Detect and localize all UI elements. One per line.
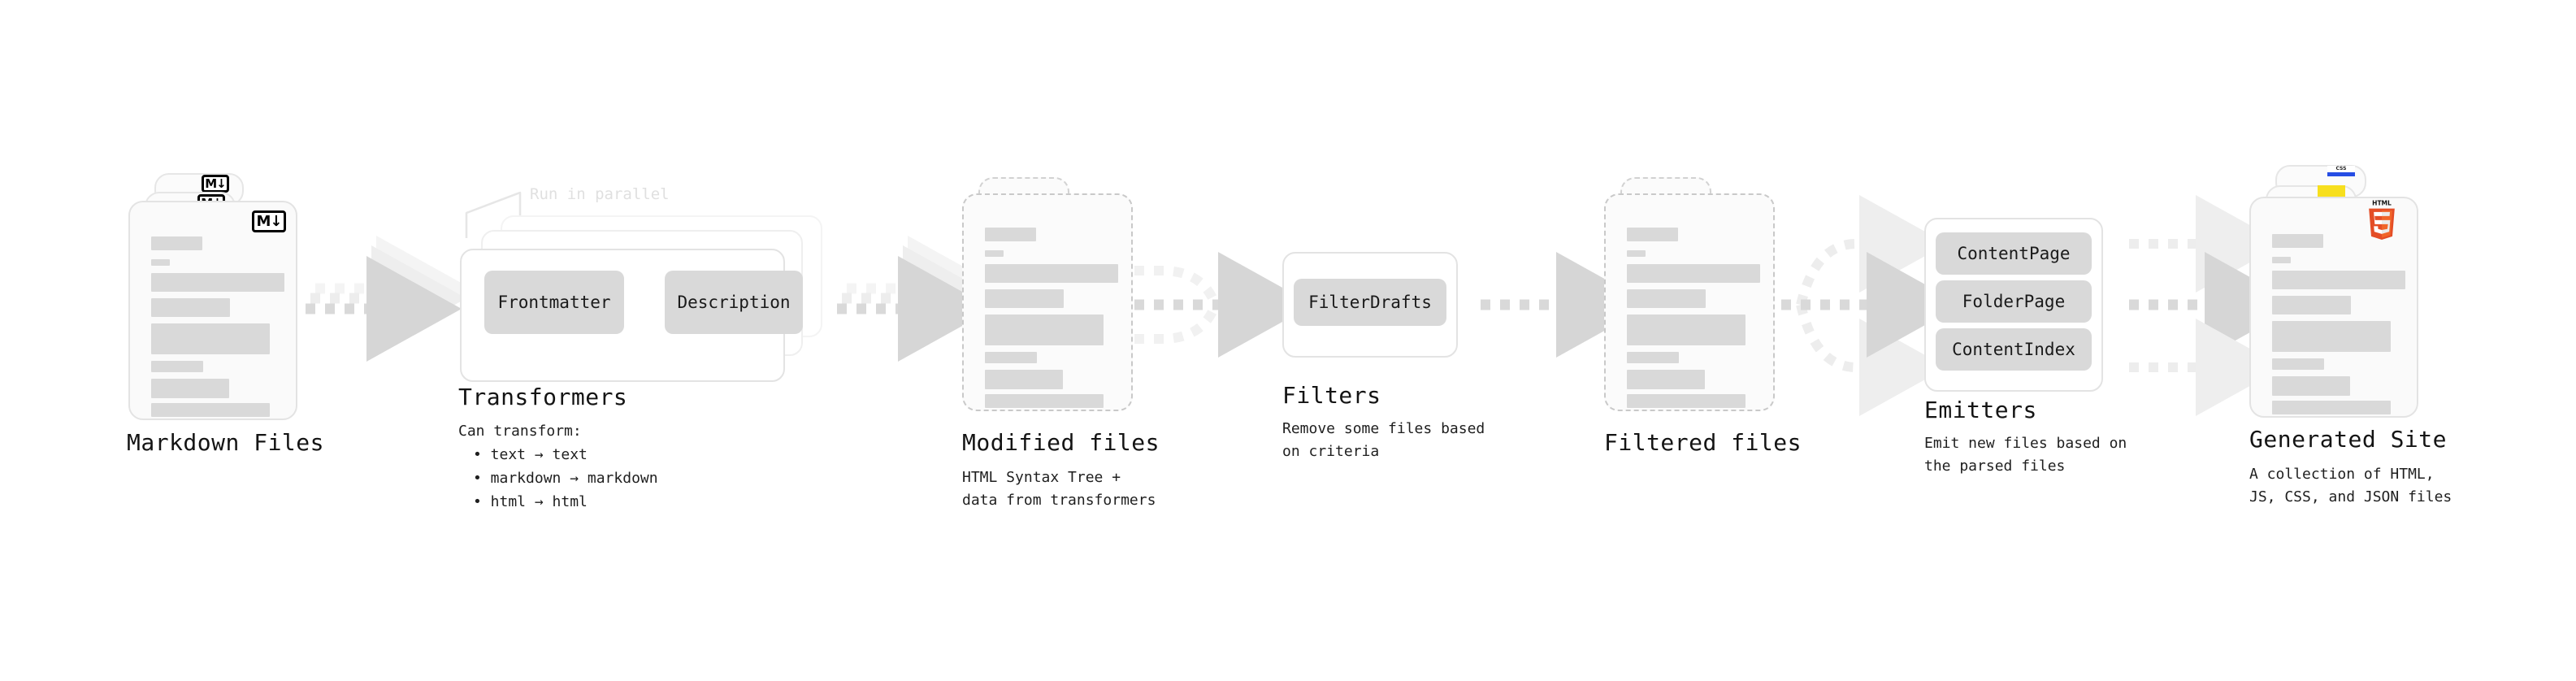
plugin-pill-folderpage[interactable]: FolderPage [1936,280,2092,323]
plugin-pill-frontmatter[interactable]: Frontmatter [484,271,624,334]
content-bar [2272,358,2324,370]
content-bar [1627,314,1746,345]
filtered-file-card[interactable] [1604,193,1775,411]
content-bar [151,379,229,398]
content-bar [2272,257,2291,263]
content-bar [985,370,1063,389]
content-bar [985,264,1118,283]
stage-title-emitters: Emitters [1924,397,2037,423]
content-bar [985,228,1036,241]
css-icon-label: CSS [2327,166,2355,172]
content-bar [151,403,270,417]
content-bar [2272,321,2391,352]
html5-icon: HTML [2365,199,2399,240]
content-bar [985,394,1104,408]
stage-title-markdown-files: Markdown Files [127,429,325,456]
stage-description-modified-files: HTML Syntax Tree + data from transformer… [962,469,1156,509]
stage-title-modified-files: Modified files [962,429,1160,456]
markdown-icon-back-2: M↓ [202,175,229,193]
content-bar [151,298,230,317]
html5-icon-svg: HTML [2369,200,2395,240]
transform-bullet-1: • markdown → markdown [473,470,658,487]
content-bar [2272,376,2350,396]
content-bar [1627,370,1705,389]
svg-text:HTML: HTML [2372,200,2392,207]
stage-title-filtered-files: Filtered files [1604,429,1802,456]
content-bar [1627,250,1646,257]
content-bar [985,352,1037,363]
content-bar [2272,401,2391,414]
content-bar [151,273,284,292]
content-bar [1627,394,1746,408]
content-bar [151,361,203,372]
content-bar [985,289,1064,308]
plugin-pill-contentindex[interactable]: ContentIndex [1936,328,2092,371]
transform-bullet-2: • html → html [473,493,588,510]
stage-description-generated-site: A collection of HTML, JS, CSS, and JSON … [2249,466,2452,505]
transform-bullet-0: • text → text [473,446,588,463]
content-bar [2272,296,2351,314]
connector-md-to-transformers [306,236,471,362]
connector-modified-to-filters [1134,252,1313,358]
content-bar [2272,234,2323,248]
content-bar [1627,228,1678,241]
plugin-pill-filterdrafts[interactable]: FilterDrafts [1294,279,1446,326]
content-bar [1627,289,1706,308]
content-bar [985,250,1004,257]
stage-description-transformers: Can transform: [458,423,582,440]
content-bar [151,323,270,354]
css-icon-bar [2327,172,2355,176]
run-in-parallel-label: Run in parallel [530,185,670,203]
connector-filtered-to-emitters [1762,195,1962,416]
stage-description-filters: Remove some files based on criteria [1282,420,1485,460]
content-bar [2272,271,2405,289]
content-bar [1627,264,1760,283]
stage-description-emitters: Emit new files based on the parsed files [1924,435,2127,475]
content-bar [151,236,202,250]
css-icon: CSS [2327,166,2355,176]
markdown-icon: M↓ [252,210,286,232]
plugin-pill-description[interactable]: Description [665,271,803,334]
content-bar [151,259,170,266]
stage-title-filters: Filters [1282,382,1381,409]
stage-title-transformers: Transformers [458,384,628,410]
plugin-pill-contentpage[interactable]: ContentPage [1936,232,2092,275]
connector-emitters-to-site [2129,195,2300,416]
content-bar [1627,352,1679,363]
stage-title-generated-site: Generated Site [2249,426,2448,453]
connector-transformers-to-modified [837,236,1003,362]
modified-file-card[interactable] [962,193,1133,411]
content-bar [985,314,1104,345]
markdown-file-card[interactable] [128,201,297,420]
